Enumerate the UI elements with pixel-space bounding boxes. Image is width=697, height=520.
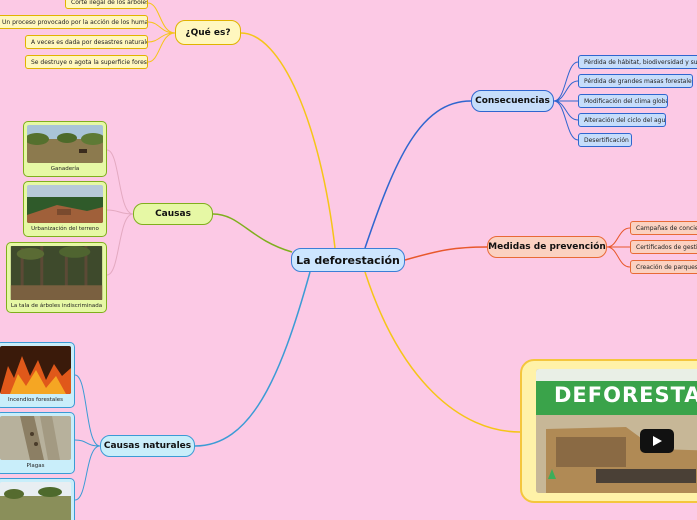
video-thumbnail[interactable]: DEFORESTA [536,369,697,493]
topic-causas-naturales[interactable]: Causas naturales [100,435,195,457]
que-es-item-2[interactable]: Un proceso provocado por la acción de lo… [0,15,148,29]
medidas-item-1[interactable]: Campañas de concien [630,221,697,235]
medidas-item-3[interactable]: Creación de parques p [630,260,697,274]
consecuencias-item-5[interactable]: Desertificación [578,133,632,147]
link-causas [213,214,292,252]
ganaderia-photo [27,125,103,163]
topic-que-es[interactable]: ¿Qué es? [175,20,241,45]
causa-tala-card[interactable]: La tala de árboles indiscriminada [6,242,107,313]
link-que-es [241,33,335,248]
que-es-item-3[interactable]: A veces es dada por desastres naturales [25,35,148,49]
causa-natural-3-photo [0,482,71,520]
que-es-item-4[interactable]: Se destruye o agota la superficie forest… [25,55,148,69]
play-icon [651,435,663,447]
topic-consecuencias[interactable]: Consecuencias [471,90,554,112]
incendios-photo [0,346,71,394]
causa-incendios-card[interactable]: Incendios forestales [0,342,75,408]
causa-plagas-card[interactable]: Plagas [0,412,75,474]
link-medidas [405,247,487,260]
causa-ganaderia-label: Ganadería [51,166,80,172]
video-title: DEFORESTA [554,383,697,407]
causa-plagas-label: Plagas [27,463,45,469]
consecuencias-item-1[interactable]: Pérdida de hábitat, biodiversidad y suel… [578,55,697,69]
causa-urbanizacion-card[interactable]: Urbanización del terreno [23,181,107,237]
medidas-item-2[interactable]: Certificados de gestió [630,240,697,254]
causa-natural-3-card[interactable] [0,478,75,520]
causa-ganaderia-card[interactable]: Ganadería [23,121,107,177]
que-es-item-1[interactable]: Corte ilegal de los árboles [65,0,148,9]
urbanizacion-photo [27,185,103,223]
consecuencias-item-3[interactable]: Modificación del clima global [578,94,668,108]
central-topic[interactable]: La deforestación [291,248,405,272]
play-button[interactable] [640,429,674,453]
causa-urbanizacion-label: Urbanización del terreno [31,226,99,232]
link-video [365,272,520,432]
plagas-photo [0,416,71,460]
tala-photo [10,246,103,300]
consecuencias-item-4[interactable]: Alteración del ciclo del agua [578,113,666,127]
consecuencias-item-2[interactable]: Pérdida de grandes masas forestales [578,74,693,88]
link-consecuencias [365,101,471,248]
causa-incendios-label: Incendios forestales [8,397,63,403]
topic-causas[interactable]: Causas [133,203,213,225]
link-causas-naturales [195,272,310,446]
video-card[interactable]: DEFORESTA [520,359,697,503]
causa-tala-label: La tala de árboles indiscriminada [11,303,102,309]
topic-medidas-prevencion[interactable]: Medidas de prevención [487,236,607,258]
